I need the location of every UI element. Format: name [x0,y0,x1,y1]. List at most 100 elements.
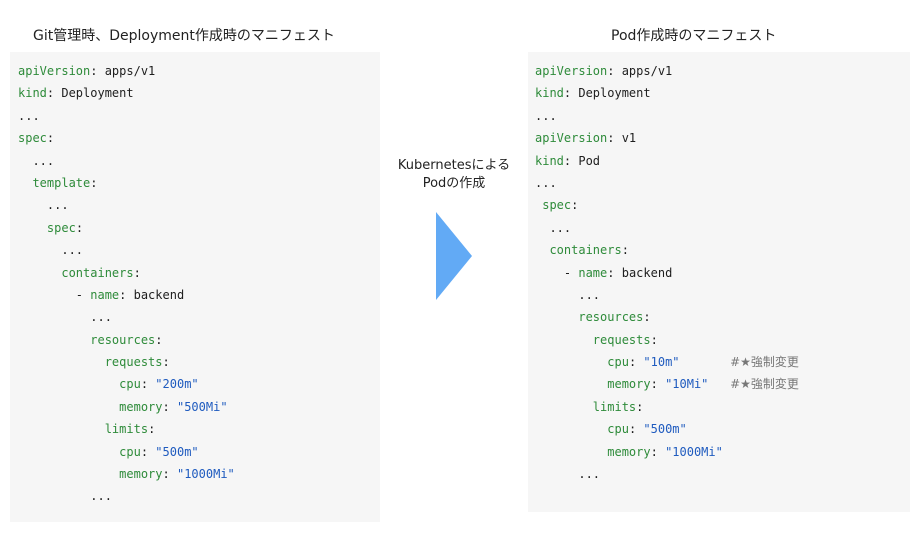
code-comment: #★強制変更 [730,355,799,370]
code-key: containers [61,265,134,280]
arrow-label: Kubernetesによる Podの作成 [383,157,525,193]
code-separator: : [571,198,579,213]
code-line: ... [535,463,799,485]
code-value: v1 [621,131,637,146]
code-indent [18,333,90,347]
code-indent [18,377,119,391]
code-indent [18,489,90,503]
code-indent [535,467,578,481]
code-separator: : [621,243,629,258]
code-indent [18,422,105,436]
code-line: ... [535,217,799,239]
code-key: memory [607,444,651,459]
code-indent [18,310,90,324]
code-line: template: [18,172,235,194]
code-line: ... [18,239,235,261]
code-key: kind [18,86,47,101]
code-indent [535,243,549,257]
code-value: Deployment [578,86,651,101]
code-key: requests [592,332,651,347]
code-indent: - [18,287,91,302]
code-line: ... [18,306,235,328]
code-separator: : [119,287,134,302]
code-line: ... [18,105,235,127]
code-value: "500m" [643,422,687,437]
code-key: name [578,265,608,280]
code-spacer [680,355,731,369]
code-line: cpu: "200m" [18,373,235,395]
code-indent [535,355,607,369]
code-key: resources [90,332,156,347]
code-value: "500m" [155,444,199,459]
code-separator: : [90,175,98,190]
code-value: "500Mi" [176,399,228,414]
code-value: apps/v1 [621,64,673,78]
arrow-label-line-1: Kubernetesによる [397,158,511,173]
code-line: ... [535,284,799,306]
code-indent [535,400,593,414]
code-value: apps/v1 [104,64,156,78]
code-key: kind [535,153,564,168]
code-separator: : [607,131,622,146]
code-text: ... [18,108,40,123]
code-line: ... [18,485,235,507]
code-indent [18,198,47,212]
code-indent [535,288,578,302]
code-separator: : [643,310,651,325]
code-line: limits: [18,418,235,440]
code-key: spec [542,198,572,213]
code-line: resources: [18,329,235,351]
code-line: ... [535,172,799,194]
code-line: spec: [535,194,799,216]
code-text: ... [46,198,69,213]
code-key: template [32,175,91,190]
code-indent [18,176,32,190]
code-separator: : [140,444,156,459]
code-indent [535,333,593,347]
code-key: apiVersion [535,131,608,146]
code-separator: : [162,399,177,414]
code-line: spec: [18,127,235,149]
code-separator: : [650,444,666,459]
code-key: requests [104,355,163,370]
code-separator: : [46,86,62,101]
code-separator: : [90,64,105,78]
code-indent [18,467,119,481]
right-arrow-icon [436,212,472,300]
arrow-label-line-2: Podの作成 [422,176,486,191]
code-value: Pod [578,153,601,168]
code-key: cpu [607,422,629,437]
code-key: containers [549,243,622,258]
code-text: ... [578,467,601,482]
code-line: kind: Deployment [18,82,235,104]
code-text: ... [578,287,601,302]
code-key: kind [535,86,564,101]
code-line: kind: Deployment [535,82,799,104]
code-line: requests: [535,329,799,351]
code-text: ... [32,153,55,168]
code-text: ... [535,108,557,123]
code-text: ... [90,489,112,504]
code-line: cpu: "10m" #★強制変更 [535,351,799,373]
code-indent [535,422,607,436]
left-panel-title: Git管理時、Deployment作成時のマニフェスト [33,28,335,44]
code-line: requests: [18,351,235,373]
code-line: containers: [18,262,235,284]
code-line: memory: "1000Mi" [535,441,799,463]
code-line: resources: [535,306,799,328]
code-separator: : [140,377,156,392]
code-value: backend [621,265,673,280]
code-separator: : [162,467,177,482]
code-key: limits [592,399,637,414]
code-spacer [708,377,730,391]
code-value: "1000Mi" [176,467,235,482]
code-separator: : [607,265,622,280]
code-indent [535,221,549,235]
code-line: apiVersion: v1 [535,127,799,149]
code-line: ... [535,105,799,127]
code-separator: : [650,332,658,347]
code-separator: : [133,265,141,280]
code-value: Deployment [61,86,134,101]
